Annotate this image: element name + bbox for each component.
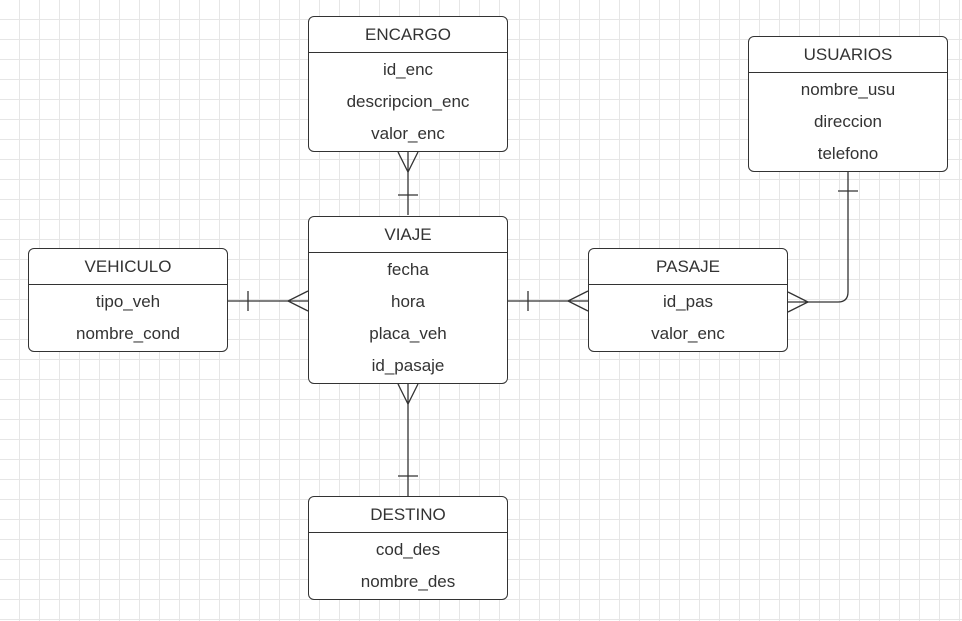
attribute-list: id_enc descripcion_enc valor_enc	[309, 53, 507, 150]
attribute-field: cod_des	[375, 540, 441, 559]
relationship-encargo-viaje[interactable]	[397, 151, 419, 215]
entity-title: ENCARGO	[309, 17, 507, 53]
attribute-list: tipo_veh nombre_cond	[29, 285, 227, 350]
crowfoot-many-marker	[397, 383, 419, 406]
entity-encargo[interactable]: ENCARGO id_enc descripcion_enc valor_enc	[308, 16, 508, 152]
connector-line	[788, 172, 849, 303]
entity-usuarios[interactable]: USUARIOS nombre_usu direccion telefono	[748, 36, 948, 172]
relationship-viaje-pasaje[interactable]	[508, 290, 589, 312]
attribute-field: nombre_usu	[800, 80, 896, 99]
attribute-field: fecha	[387, 260, 429, 279]
entity-title: PASAJE	[589, 249, 787, 285]
attribute-field: id_pasaje	[371, 356, 445, 375]
attribute-field: telefono	[817, 144, 879, 163]
attribute-field: valor_enc	[371, 124, 445, 143]
entity-viaje[interactable]: VIAJE fecha hora placa_veh id_pasaje	[308, 216, 508, 384]
attribute-field: nombre_cond	[76, 324, 180, 343]
attribute-list: id_pas valor_enc	[589, 285, 787, 350]
attribute-field: direccion	[813, 112, 883, 131]
attribute-field: placa_veh	[369, 324, 447, 343]
entity-title: DESTINO	[309, 497, 507, 533]
attribute-field: nombre_des	[360, 572, 456, 591]
attribute-field: id_enc	[382, 60, 434, 79]
attribute-list: nombre_usu direccion telefono	[749, 73, 947, 170]
entity-vehiculo[interactable]: VEHICULO tipo_veh nombre_cond	[28, 248, 228, 352]
crowfoot-many-marker	[566, 290, 589, 312]
relationship-usuarios-pasaje[interactable]	[787, 172, 858, 313]
crowfoot-many-marker	[397, 151, 419, 174]
attribute-list: cod_des nombre_des	[309, 533, 507, 598]
attribute-field: id_pas	[662, 292, 714, 311]
entity-pasaje[interactable]: PASAJE id_pas valor_enc	[588, 248, 788, 352]
attribute-field: tipo_veh	[95, 292, 161, 311]
attribute-field: hora	[390, 292, 426, 311]
attribute-field: valor_enc	[651, 324, 725, 343]
relationship-vehiculo-viaje[interactable]	[228, 290, 309, 312]
entity-title: VIAJE	[309, 217, 507, 253]
attribute-field: descripcion_enc	[346, 92, 470, 111]
attribute-list: fecha hora placa_veh id_pasaje	[309, 253, 507, 382]
crowfoot-many-marker	[286, 290, 309, 312]
crowfoot-many-marker	[787, 291, 810, 313]
entity-destino[interactable]: DESTINO cod_des nombre_des	[308, 496, 508, 600]
relationship-viaje-destino[interactable]	[397, 383, 419, 496]
entity-title: VEHICULO	[29, 249, 227, 285]
entity-title: USUARIOS	[749, 37, 947, 73]
